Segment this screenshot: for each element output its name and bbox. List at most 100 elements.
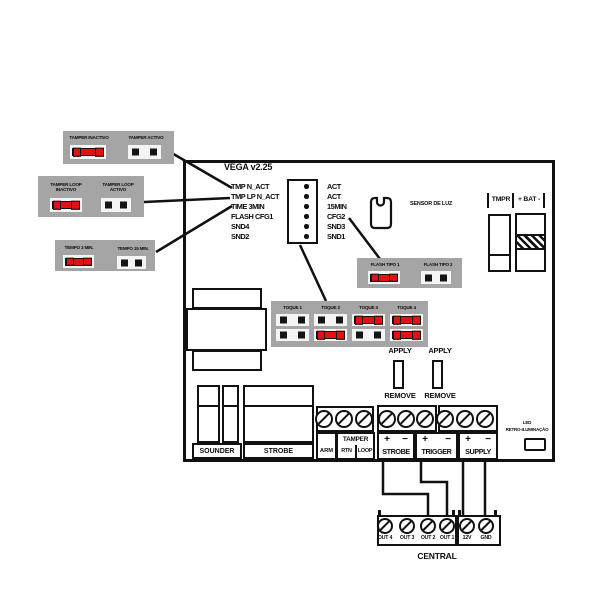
jumper-option-label: TEMPO 15 MIN.: [117, 246, 149, 251]
connector-tick: [378, 510, 381, 517]
sounder-label: SOUNDER: [199, 447, 235, 455]
transformer-body: [186, 308, 267, 351]
pin-header-right-labels: ACT ACT 15MIN CFG2 SND3 SND1: [327, 182, 347, 242]
trigger-apply-label: APPLY: [428, 346, 452, 355]
pin-label: TMP LP N_ACT: [231, 192, 280, 201]
rtn-label: RTN: [341, 448, 352, 454]
jumper-box-tempo: TEMPO 3 MIN. TEMPO 15 MIN.: [55, 240, 155, 271]
pin-dot-icon: [304, 184, 309, 189]
jumper-option-label: TAMPER ACTIVO: [128, 135, 164, 140]
light-sensor-label: SENSOR DE LUZ: [409, 201, 452, 207]
connector-tick: [452, 510, 455, 517]
jumper-open-icon: [276, 329, 309, 341]
screw-terminal-icon: [436, 410, 454, 428]
backlight-led: [524, 438, 546, 451]
central-terminal-label: OUT 2: [420, 535, 436, 541]
pin-header-left-labels: TMP N_ACT TMP LP N_ACT TIME 3MIN FLASH C…: [231, 182, 280, 242]
jumper-open-icon: [421, 271, 451, 284]
strobe-label-box: STROBE: [243, 443, 314, 459]
transformer-bottom: [192, 350, 262, 371]
battery-hatch-icon: [517, 234, 544, 250]
light-sensor-icon: [369, 196, 393, 230]
jumper-box-tamper-loop: TAMPER LOOP INACTIVO TAMPER LOOP ACTIVO: [38, 176, 144, 217]
plus-label: +: [384, 434, 390, 445]
screw-terminal-icon: [335, 410, 353, 428]
tmpr-connector: [488, 214, 511, 272]
jumper-option-label: TEMPO 3 MIN.: [64, 245, 94, 250]
jumper-option-label: TAMPER LOOP INACTIVO: [50, 182, 82, 193]
jumper-option-label: TAMPER INACTIVO: [69, 135, 109, 140]
tmpr-label: TMPR: [491, 196, 511, 203]
board-title: VEGA v2.25: [224, 162, 273, 172]
screw-terminal-icon: [315, 410, 333, 428]
strobe-apply-jumper: [393, 360, 404, 389]
strobe-apply-label: APPLY: [388, 346, 412, 355]
pin-dot-icon: [304, 224, 309, 229]
pin-label: ACT: [327, 192, 341, 201]
central-terminal-label: OUT 4: [377, 535, 393, 541]
central-terminal-label: GND: [480, 535, 492, 541]
screw-terminal-icon: [377, 518, 393, 534]
jumper-open-icon: [314, 314, 347, 326]
supply-terminal-box: + − SUPPLY: [458, 432, 498, 460]
trigger-apply-jumper: [432, 360, 443, 389]
tamper-header-label: TAMPER: [342, 436, 369, 443]
screw-terminal-icon: [378, 410, 396, 428]
toque-label: TOQUE 1: [283, 305, 302, 310]
screw-terminal-icon: [459, 518, 475, 534]
screw-terminal-icon: [478, 518, 494, 534]
jumper-box-toque: TOQUE 1 TOQUE 2 TOQUE 3 TOQUE 4: [271, 301, 428, 347]
pin-dot-icon: [304, 204, 309, 209]
pin-header: [287, 179, 318, 244]
pin-label: TMP N_ACT: [231, 182, 270, 191]
arm-terminal-box: ARM: [316, 432, 337, 460]
pin-dot-icon: [304, 214, 309, 219]
pin-dot-icon: [304, 194, 309, 199]
screw-terminal-icon: [397, 410, 415, 428]
jumper-option-label: TAMPER LOOP ACTIVO: [102, 182, 134, 193]
jumper-box-tamper: TAMPER INACTIVO TAMPER ACTIVO: [63, 131, 174, 164]
tamper-terminal-box: TAMPER RTN LOOP: [336, 432, 375, 460]
screw-terminal-icon: [355, 410, 373, 428]
jumper-closed-icon: [70, 145, 106, 159]
arm-label: ARM: [319, 448, 334, 454]
wire-strobe-to-out2: [381, 461, 430, 515]
minus-label: −: [445, 434, 451, 445]
connector-tick: [494, 510, 497, 517]
toque-label: TOQUE 3: [359, 305, 378, 310]
toque-label: TOQUE 4: [397, 305, 416, 310]
jumper-closed-icon: [390, 329, 423, 341]
loop-label: LOOP: [357, 448, 373, 454]
jumper-box-flash: FLASH TIPO 1 FLASH TIPO 2: [357, 258, 462, 288]
sounder-label-box: SOUNDER: [192, 443, 242, 459]
pin-label: TIME 3MIN: [231, 202, 265, 211]
strobe-remove-label: REMOVE: [384, 391, 416, 400]
jumper-open-icon: [101, 198, 131, 212]
minus-label: −: [485, 434, 491, 445]
jumper-closed-icon: [368, 271, 400, 284]
plus-label: +: [422, 434, 428, 445]
battery-connector: [515, 213, 546, 272]
jumper-open-icon: [352, 329, 385, 341]
connector-tick: [458, 510, 461, 517]
screw-terminal-icon: [476, 410, 494, 428]
divider: [487, 193, 490, 208]
pin-label: SND4: [231, 222, 249, 231]
jumper-closed-icon: [50, 198, 82, 212]
screw-terminal-icon: [439, 518, 455, 534]
jumper-option-label: FLASH TIPO 1: [370, 262, 400, 267]
sounder-component: [197, 385, 220, 443]
central-caption: CENTRAL: [417, 551, 457, 561]
screw-terminal-icon: [399, 518, 415, 534]
bat-label: + BAT -: [517, 196, 541, 203]
toque-label: TOQUE 2: [321, 305, 340, 310]
jumper-open-icon: [117, 256, 146, 269]
jumper-open-icon: [128, 145, 161, 159]
jumper-option-label: FLASH TIPO 2: [423, 262, 453, 267]
pin-label: SND1: [327, 232, 345, 241]
divider: [543, 193, 546, 208]
pin-label: SND3: [327, 222, 345, 231]
minus-label: −: [402, 434, 408, 445]
strobe-terminal-label: STROBE: [382, 446, 410, 456]
strobe-terminal-box: + − STROBE: [377, 432, 415, 460]
